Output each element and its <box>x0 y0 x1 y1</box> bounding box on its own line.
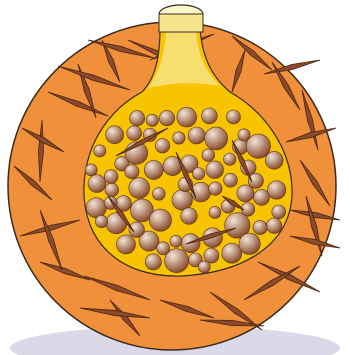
granule <box>104 170 118 184</box>
granule <box>157 242 170 255</box>
granule <box>130 111 145 126</box>
granule <box>125 165 139 179</box>
granule <box>209 206 221 218</box>
granule <box>202 108 218 124</box>
granule <box>206 161 224 179</box>
granule <box>222 243 242 263</box>
granule <box>94 145 106 157</box>
granule <box>224 173 238 187</box>
granule <box>129 178 150 199</box>
granule <box>192 168 204 180</box>
granule <box>205 127 228 150</box>
granule <box>149 209 171 231</box>
granule <box>237 185 254 202</box>
granule <box>248 173 263 188</box>
granule <box>266 218 281 233</box>
granule <box>209 182 222 195</box>
granule <box>159 110 174 125</box>
granule <box>177 107 197 127</box>
granule <box>253 220 267 234</box>
granule <box>144 160 163 179</box>
granule <box>86 198 106 218</box>
granule <box>85 164 97 176</box>
granule <box>254 189 270 205</box>
granule <box>88 175 106 193</box>
granule <box>239 233 260 254</box>
granule <box>181 208 198 225</box>
granule <box>227 110 241 124</box>
granule <box>146 114 158 126</box>
granule <box>129 222 145 238</box>
granule <box>204 248 219 263</box>
granule <box>105 183 119 197</box>
granule <box>172 190 192 210</box>
granule <box>246 134 270 158</box>
granule <box>106 126 124 144</box>
granule <box>272 205 286 219</box>
granule <box>173 132 185 144</box>
granule <box>155 139 169 153</box>
granule <box>202 149 215 162</box>
neck-tube <box>159 14 203 32</box>
granule <box>238 129 250 141</box>
granule <box>170 235 182 247</box>
granule <box>224 153 236 165</box>
granule <box>117 235 136 254</box>
granule <box>153 188 166 201</box>
granule <box>145 254 161 270</box>
granule <box>267 181 285 199</box>
granule <box>127 126 142 141</box>
granule <box>95 215 107 227</box>
granule <box>188 127 205 144</box>
